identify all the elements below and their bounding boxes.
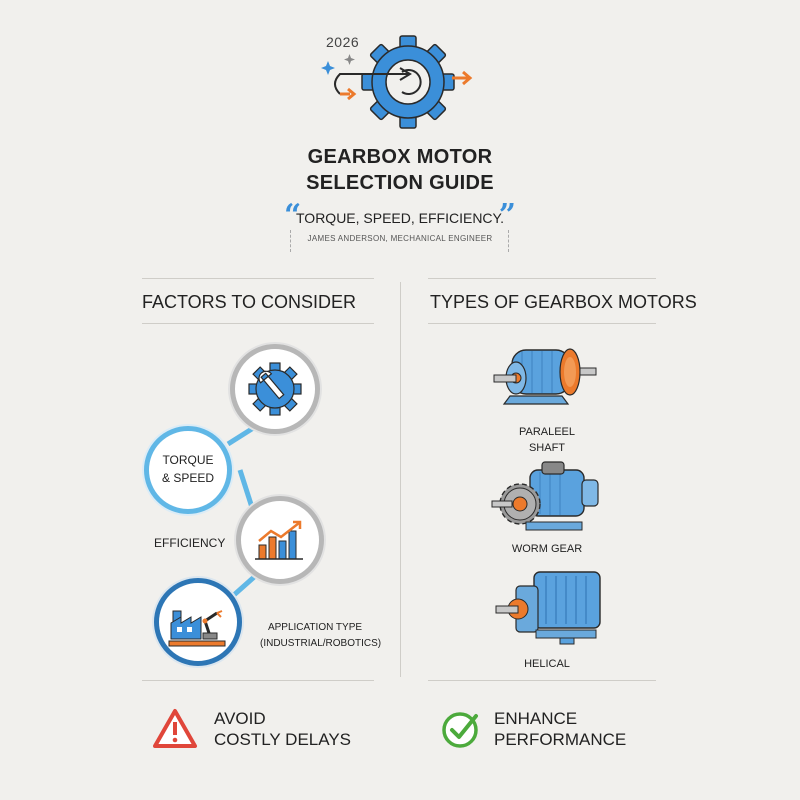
quote-divider-left — [290, 230, 292, 252]
application-type-label: APPLICATION TYPE (INDUSTRIAL/ROBOTICS) — [260, 620, 382, 652]
open-quote-icon: “ — [284, 198, 302, 233]
factor-circle-2: TORQUE & SPEED — [144, 426, 232, 514]
factor-circle-3 — [236, 496, 324, 584]
divider-top-right — [428, 278, 656, 279]
divider-bottom-right — [428, 680, 656, 681]
title-line-1: GEARBOX MOTOR — [307, 146, 493, 168]
divider-factors — [142, 323, 374, 324]
enhance-line-1: ENHANCE — [494, 709, 578, 728]
types-title: TYPES OF GEARBOX MOTORS — [430, 292, 697, 312]
factory-robot-icon — [168, 610, 226, 647]
enhance-performance-text: ENHANCE PERFORMANCE — [494, 708, 626, 750]
avoid-line-2: COSTLY DELAYS — [214, 730, 351, 749]
warning-triangle-icon — [152, 708, 198, 750]
helical-label: HELICAL — [524, 658, 570, 670]
divider-types — [428, 323, 656, 324]
avoid-line-1: AVOID — [214, 709, 266, 728]
check-circle-icon — [440, 708, 482, 750]
parallel-shaft-label: PARALEEL SHAFT — [490, 424, 604, 456]
gear-wrench-icon — [248, 362, 302, 416]
quote-author: JAMES ANDERSON, MECHANICAL ENGINEER — [307, 234, 493, 243]
efficiency-label: EFFICIENCY — [154, 536, 226, 550]
column-divider — [400, 282, 401, 677]
divider-bottom-left — [142, 680, 374, 681]
application-type-line-2: (INDUSTRIAL/ROBOTICS) — [260, 638, 382, 649]
quote-divider-right — [508, 230, 510, 252]
gear-with-arrow-icon — [318, 32, 478, 142]
torque-speed-label: TORQUE & SPEED — [149, 451, 227, 487]
factor-circle-1 — [230, 344, 320, 434]
year-label: 2026 — [326, 34, 360, 50]
factors-title: FACTORS TO CONSIDER — [142, 292, 357, 312]
close-quote-icon: ” — [498, 198, 516, 233]
worm-gear-label: WORM GEAR — [511, 543, 583, 555]
parallel-shaft-motor-icon — [482, 338, 612, 418]
helical-motor-icon — [486, 566, 616, 648]
worm-gear-motor-icon — [486, 460, 616, 538]
parallel-shaft-line-2: SHAFT — [528, 442, 566, 454]
torque-speed-line-2: & SPEED — [161, 471, 215, 485]
application-type-line-1: APPLICATION TYPE — [267, 622, 363, 633]
parallel-shaft-line-1: PARALEEL — [518, 426, 576, 438]
divider-top-left — [142, 278, 374, 279]
enhance-line-2: PERFORMANCE — [494, 730, 627, 749]
title-line-2: SELECTION GUIDE — [306, 172, 494, 194]
factor-circle-4 — [154, 578, 242, 666]
quote-text: TORQUE, SPEED, EFFICIENCY. — [296, 210, 504, 226]
torque-speed-line-1: TORQUE — [162, 453, 214, 467]
bar-chart-icon — [255, 520, 303, 560]
page-title: GEARBOX MOTOR SELECTION GUIDE — [200, 144, 600, 196]
quote-block: “ ” TORQUE, SPEED, EFFICIENCY. JAMES AND… — [284, 198, 516, 252]
avoid-delays-text: AVOID COSTLY DELAYS — [214, 708, 351, 750]
